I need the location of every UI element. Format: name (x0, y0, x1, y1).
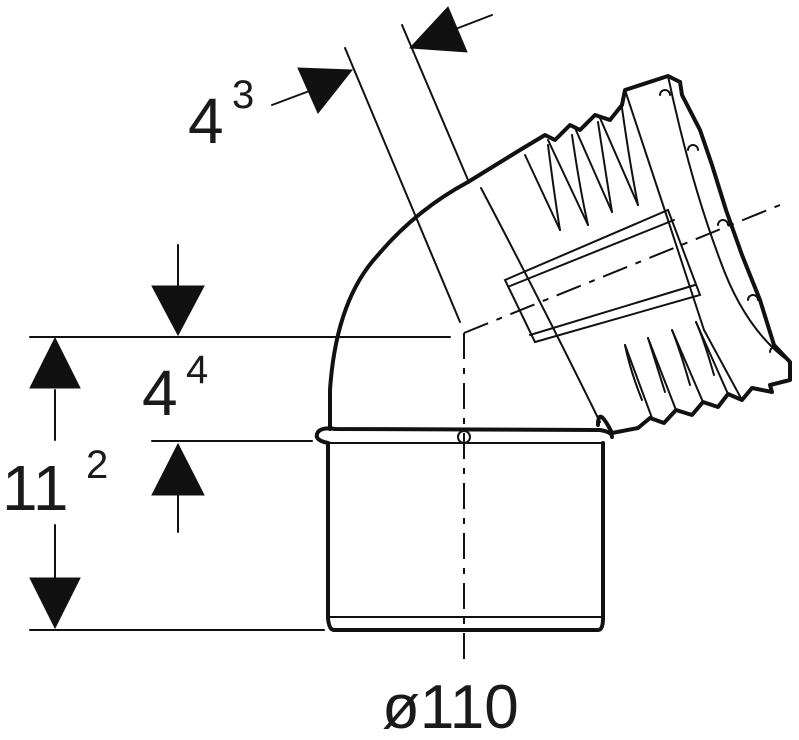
angled-socket (466, 74, 792, 435)
lower-socket (314, 426, 614, 632)
wall-thickness-top-value: 4 (188, 85, 224, 157)
total-height-sup: 2 (86, 443, 108, 487)
total-height-value: 11 (2, 452, 68, 524)
dimension-angled-wall: 4 3 (188, 6, 493, 323)
bend-body (328, 180, 614, 435)
offset-height-sup: 4 (186, 348, 208, 392)
dimension-total-height: 11 2 (2, 336, 325, 631)
wall-thickness-top-sup: 3 (232, 73, 254, 117)
offset-height-value: 4 (142, 357, 178, 429)
diameter-label: ø110 (382, 673, 519, 735)
centerlines (463, 204, 781, 660)
dimension-offset: 4 4 (29, 244, 451, 533)
